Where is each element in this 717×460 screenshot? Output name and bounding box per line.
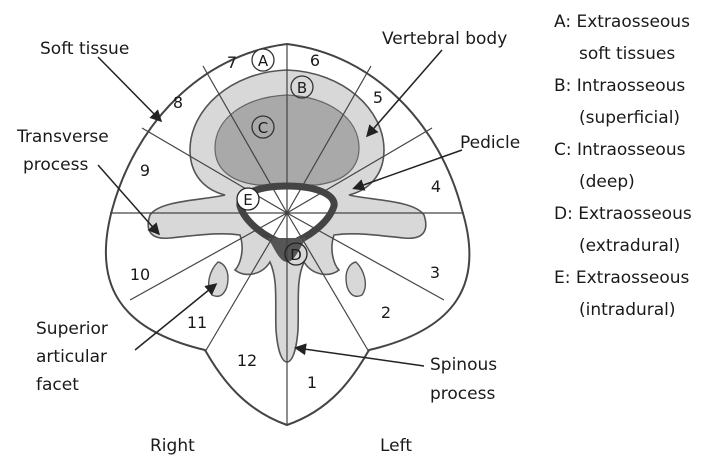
zone-b: B xyxy=(297,79,307,97)
label-articular: articular xyxy=(36,347,107,367)
zone-c: C xyxy=(258,119,268,137)
sector-6: 6 xyxy=(310,51,320,70)
zone-e: E xyxy=(243,191,252,209)
sector-1: 1 xyxy=(307,373,317,392)
zone-a: A xyxy=(258,52,269,70)
legend-d-line1: D: Extraosseous xyxy=(554,198,717,230)
sector-5: 5 xyxy=(373,88,383,107)
label-facet: facet xyxy=(36,375,79,395)
zone-legend: A: Extraosseous soft tissues B: Intraoss… xyxy=(554,6,717,326)
sector-7: 7 xyxy=(227,53,237,72)
label-transverse: Transverse xyxy=(16,127,109,147)
legend-c-line2: (deep) xyxy=(554,166,717,198)
legend-item-b: B: Intraosseous (superficial) xyxy=(554,70,717,134)
sector-10: 10 xyxy=(130,265,150,284)
legend-item-c: C: Intraosseous (deep) xyxy=(554,134,717,198)
legend-b-line2: (superficial) xyxy=(554,102,717,134)
sector-8: 8 xyxy=(173,93,183,112)
label-right: Right xyxy=(150,436,195,456)
label-soft-tissue: Soft tissue xyxy=(40,39,129,59)
legend-item-e: E: Extraosseous (intradural) xyxy=(554,262,717,326)
label-vertebral-body: Vertebral body xyxy=(382,29,507,49)
label-superior: Superior xyxy=(36,319,108,339)
legend-d-line2: (extradural) xyxy=(554,230,717,262)
label-spinous-process: process xyxy=(430,384,495,404)
legend-a-line1: A: Extraosseous xyxy=(554,6,717,38)
label-left: Left xyxy=(380,436,412,456)
legend-b-line1: B: Intraosseous xyxy=(554,70,717,102)
sector-9: 9 xyxy=(140,161,150,180)
legend-item-a: A: Extraosseous soft tissues xyxy=(554,6,717,70)
legend-item-d: D: Extraosseous (extradural) xyxy=(554,198,717,262)
legend-e-line1: E: Extraosseous xyxy=(554,262,717,294)
label-spinous: Spinous xyxy=(430,355,497,375)
label-transverse-process: process xyxy=(23,155,88,175)
sector-11: 11 xyxy=(187,313,207,332)
sector-4: 4 xyxy=(431,177,441,196)
legend-e-line2: (intradural) xyxy=(554,294,717,326)
legend-a-line2: soft tissues xyxy=(554,38,717,70)
sector-12: 12 xyxy=(237,351,257,370)
legend-c-line1: C: Intraosseous xyxy=(554,134,717,166)
sector-2: 2 xyxy=(381,303,391,322)
label-pedicle: Pedicle xyxy=(460,133,520,153)
sector-3: 3 xyxy=(430,263,440,282)
zone-d: D xyxy=(290,246,302,264)
